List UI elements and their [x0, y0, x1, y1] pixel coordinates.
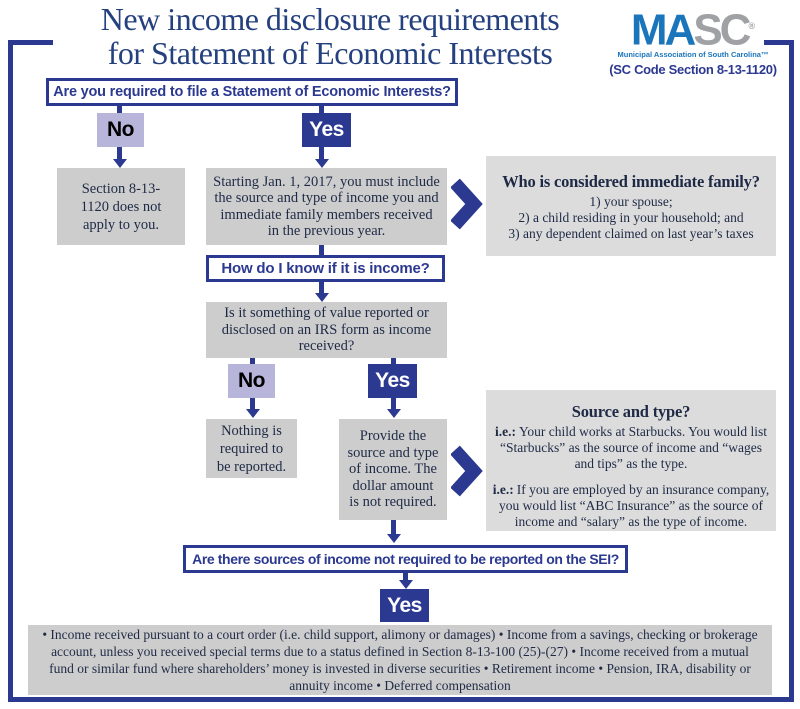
yes-2-result-box: Provide the source and type of income. T…	[339, 419, 447, 520]
down-arrow-icon	[246, 409, 260, 418]
registered-mark: ®	[748, 21, 756, 31]
yes-label-2: Yes	[368, 364, 417, 398]
masc-logo-wordmark: MASC®	[608, 4, 778, 53]
source-type-example-1: i.e.:Your child works at Starbucks. You …	[492, 424, 770, 472]
down-arrow-line	[391, 398, 396, 410]
immediate-family-callout: Who is considered immediate family? 1) y…	[486, 156, 776, 256]
family-item-spouse: 1) your spouse;	[589, 194, 673, 209]
immediate-family-title: Who is considered immediate family?	[502, 172, 760, 191]
page-title-line2: for Statement of Economic Interests	[107, 35, 553, 71]
border-frame-left	[8, 40, 13, 702]
source-type-callout: Source and type? i.e.:Your child works a…	[486, 390, 776, 531]
down-arrow-icon	[387, 534, 401, 543]
connector-line	[250, 358, 255, 364]
ie-prefix: i.e.:	[492, 482, 514, 497]
example-2-text: If you are employed by an insurance comp…	[499, 482, 770, 529]
yes-label-3: Yes	[380, 589, 429, 622]
family-item-dependent: 3) any dependent claimed on last year’s …	[508, 226, 754, 241]
right-arrow-icon	[451, 178, 483, 230]
connector-line	[319, 106, 324, 113]
ie-prefix: i.e.:	[494, 424, 516, 439]
down-arrow-icon	[315, 293, 329, 302]
question-1-banner: Are you required to file a Statement of …	[46, 78, 458, 106]
down-arrow-line	[403, 573, 408, 581]
sc-code-section: (SC Code Section 8-13-1120)	[609, 61, 777, 77]
down-arrow-line	[391, 520, 396, 535]
exclusions-box: • Income received pursuant to a court or…	[28, 625, 772, 695]
down-arrow-line	[117, 147, 122, 160]
down-arrow-icon	[315, 159, 329, 168]
border-frame-top-right	[764, 40, 794, 45]
down-arrow-icon	[399, 580, 413, 589]
masc-logo: MASC® Municipal Association of South Car…	[608, 4, 778, 77]
no-1-result-box: Section 8-13-1120 does not apply to you.	[57, 168, 185, 245]
source-type-title: Source and type?	[571, 402, 691, 421]
connector-line	[117, 106, 122, 113]
connector-line	[391, 358, 396, 364]
border-frame-bottom	[8, 697, 794, 702]
no-label-2: No	[228, 364, 275, 398]
down-arrow-icon	[113, 159, 127, 168]
yes-label-1: Yes	[302, 113, 351, 147]
source-type-example-2: i.e.:If you are employed by an insurance…	[492, 482, 770, 530]
irs-question-box: Is it something of value reported or dis…	[206, 302, 447, 358]
no-label-1: No	[97, 113, 144, 147]
down-arrow-icon	[387, 409, 401, 418]
question-3-banner: Are there sources of income not required…	[183, 545, 628, 573]
down-arrow-line	[250, 398, 255, 410]
border-frame-top-left	[8, 40, 53, 45]
masc-logo-sc: SC	[693, 5, 751, 55]
yes-1-result-box: Starting Jan. 1, 2017, you must include …	[206, 168, 447, 245]
down-arrow-line	[319, 147, 324, 160]
border-frame-right	[789, 40, 794, 702]
page-title-line1: New income disclosure requirements	[100, 1, 560, 37]
masc-logo-tagline: Municipal Association of South Carolina™	[617, 49, 769, 59]
question-2-banner: How do I know if it is income?	[206, 255, 445, 282]
connector-line	[319, 245, 324, 255]
no-2-result-box: Nothing is required to be reported.	[206, 419, 297, 478]
down-arrow-line	[319, 282, 324, 294]
right-arrow-icon	[451, 445, 483, 497]
family-item-child: 2) a child residing in your household; a…	[518, 210, 744, 225]
masc-logo-ma: MA	[630, 5, 696, 55]
page-title: New income disclosure requirements for S…	[40, 2, 620, 70]
example-1-text: Your child works at Starbucks. You would…	[499, 424, 768, 471]
